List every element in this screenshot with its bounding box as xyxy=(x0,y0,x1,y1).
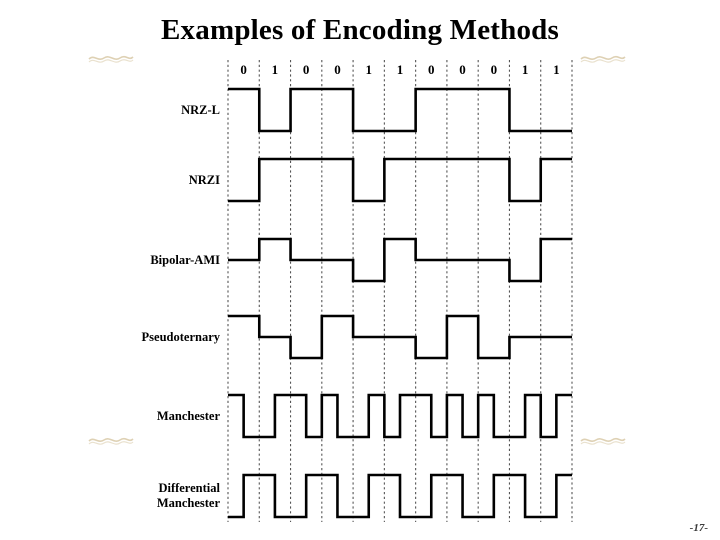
waveform-pseudoternary xyxy=(228,314,572,360)
encoding-label-pseudoternary: Pseudoternary xyxy=(40,330,220,345)
bit-label: 0 xyxy=(240,62,247,77)
encoding-label-manchester: Manchester xyxy=(40,409,220,424)
bit-label: 0 xyxy=(459,62,466,77)
bit-label: 0 xyxy=(490,62,498,77)
page-title: Examples of Encoding Methods xyxy=(161,14,559,46)
encoding-label-line: NRZI xyxy=(188,173,220,187)
bit-label: 1 xyxy=(553,62,560,77)
encoding-label-nrzi: NRZI xyxy=(40,173,220,188)
waveform-differential-manchester xyxy=(228,473,572,519)
encoding-label-line: Pseudoternary xyxy=(141,330,220,344)
encoding-label-line: NRZ-L xyxy=(181,103,220,117)
bit-label: 0 xyxy=(428,62,435,77)
waveform-manchester xyxy=(228,393,572,439)
waveform-bipolar-ami xyxy=(228,237,572,283)
waveform-nrz-l xyxy=(228,87,572,133)
encoding-label-line: Bipolar-AMI xyxy=(150,253,220,267)
encoding-label-line: Differential xyxy=(158,481,220,495)
bit-label: 0 xyxy=(334,62,341,77)
waveform-nrzi xyxy=(228,157,572,203)
bit-label: 1 xyxy=(521,62,529,77)
encoding-label-bipolar-ami: Bipolar-AMI xyxy=(40,253,220,268)
encoding-label-line: Manchester xyxy=(156,409,220,423)
encoding-label-line: Manchester xyxy=(156,496,220,510)
bit-label: 1 xyxy=(271,62,279,77)
encoding-label-nrz-l: NRZ-L xyxy=(40,103,220,118)
bit-label: 0 xyxy=(302,62,310,77)
bit-label: 1 xyxy=(396,62,404,77)
bit-label: 1 xyxy=(365,62,372,77)
page-number: -17- xyxy=(689,522,708,534)
